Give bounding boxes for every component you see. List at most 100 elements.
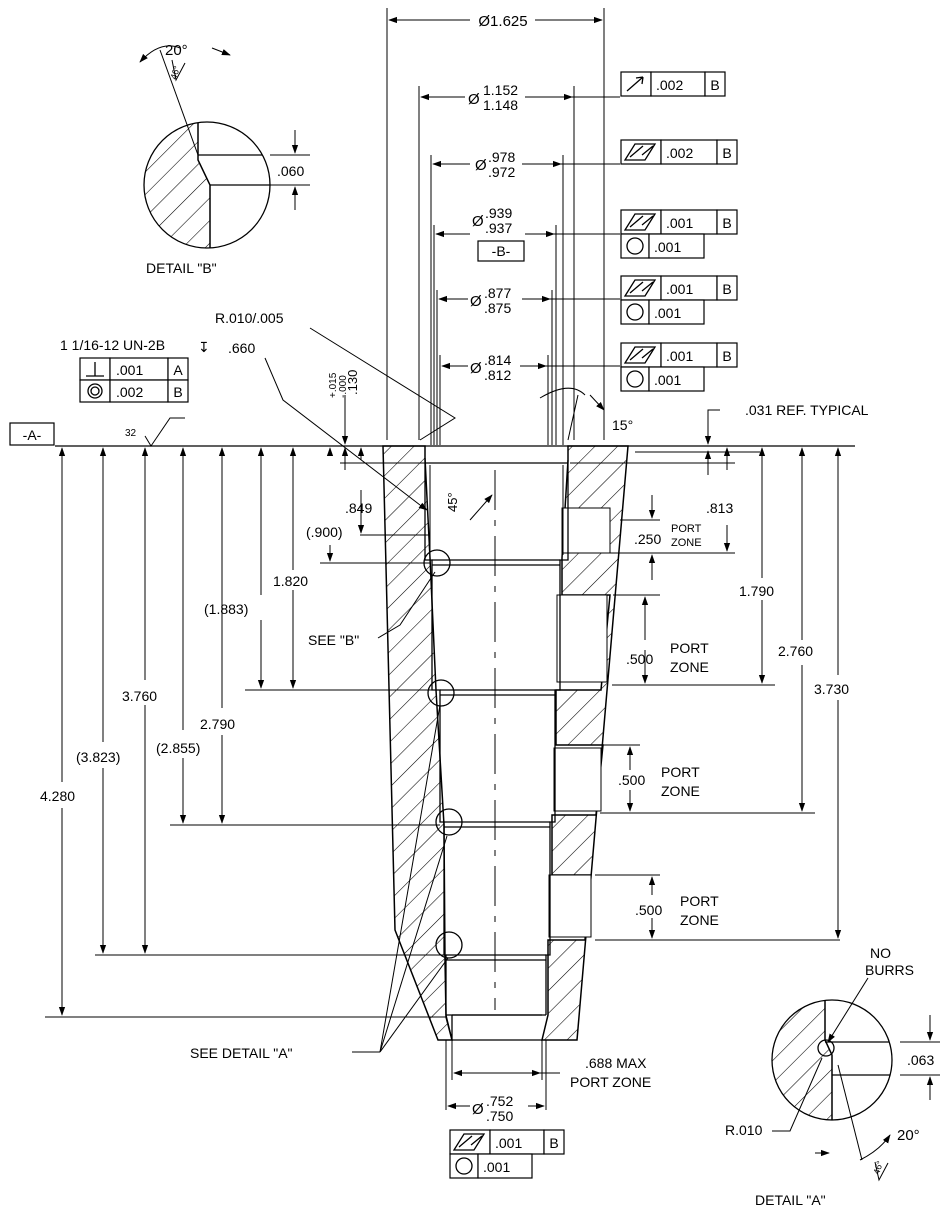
dim-2790-text: 2.790 [200,716,235,732]
fcf-877-datum: B [722,281,731,297]
port-small-text: PORT [671,523,702,535]
fcf-814: .001 B .001 [620,342,738,392]
dim-813: .813 [706,447,733,552]
dim-2760: 2.760 [778,447,813,812]
dim-849-text: .849 [345,500,372,516]
dim-814-prefix: Ø [470,360,482,377]
ref-031: .031 REF. TYPICAL [635,402,869,475]
dim-1790-text: 1.790 [739,583,774,599]
tol-plus: +.015 [328,372,339,398]
fcf-thread-perp-value: .001 [116,362,143,378]
zone-small-text: ZONE [671,537,702,549]
port-a-text: PORT [670,640,709,656]
thread-callout: 1 1/16-12 UN-2B ↧ .001 A .002 B [60,337,210,403]
dim-1152: Ø 1.152 1.148 [420,82,620,113]
dim-1625-text: Ø1.625 [478,13,527,30]
dim-130-text: .130 [345,370,360,395]
dim-978: Ø .978 .972 [432,149,620,180]
detail-b-angle: 20° [165,42,188,59]
see-detail-a-text: SEE DETAIL "A" [190,1045,293,1061]
dim-814: Ø .814 .812 [441,352,620,383]
dim-500-a-text: .500 [626,651,653,667]
dim-3760: 3.760 [122,447,157,954]
angle-15: 15° [539,387,633,441]
port-zone-text: PORT ZONE [570,1074,651,1090]
dim-250-text: .250 [634,531,661,547]
dim-1152-prefix: Ø [468,91,480,108]
dim-813-text: .813 [706,500,733,516]
zone-a-text: ZONE [670,659,709,675]
datum-a-label: -A- [23,427,42,443]
dim-978-prefix: Ø [475,157,487,174]
detail-a-angle-small: 46° [871,1159,885,1175]
tol-minus: -.000 [338,375,349,398]
dim-500-b: .500 PORT ZONE [618,746,700,812]
dim-4280: 4.280 [40,447,75,1016]
detail-a-angle: 20° [897,1127,920,1144]
dim-814-top: .814 [484,352,511,368]
detail-b-label: DETAIL "B" [146,260,217,276]
angle-15-text: 15° [612,417,633,433]
perpendicularity-icon [86,362,104,377]
dim-500-b-text: .500 [618,772,645,788]
see-b-leader: SEE "B" [308,571,436,648]
dim-752-bottom: .750 [486,1108,513,1124]
dim-752-prefix: Ø [472,1101,484,1118]
zone-b-text: ZONE [661,783,700,799]
dim-1883-text: (1.883) [204,601,248,617]
fcf-814-value: .001 [666,348,693,364]
dim-877-prefix: Ø [470,293,482,310]
fcf-1152-value: .002 [656,77,683,93]
left-extension-lines [45,462,446,1018]
datum-a-box: -A- [9,422,55,446]
dim-752: Ø .752 .750 [447,1093,545,1124]
fcf-thread-conc-datum: B [173,384,182,400]
fcf-978-value: .002 [666,145,693,161]
burrs-text: BURRS [865,962,914,978]
dim-900-text: (.900) [306,524,343,540]
fcf-978-datum: B [722,145,731,161]
total-runout-icon [452,1133,486,1151]
dim-978-top: .978 [488,149,515,165]
dim-939-top: .939 [485,205,512,221]
fcf-877: .001 B .001 [620,275,738,325]
detail-b-dim: .060 [277,163,304,179]
right-extension-lines [568,462,840,941]
chamfer-45: 45° [445,492,493,521]
circularity-icon [626,237,644,255]
fcf-752-value: .001 [495,1135,522,1151]
dim-3730-text: 3.730 [814,681,849,697]
thread-depth-icon: ↧ [198,339,210,355]
dim-1152-top: 1.152 [483,82,518,98]
dim-3760-text: 3.760 [122,688,157,704]
extension-lines-top [386,8,605,445]
dim-130: .130 +.015 -.000 [328,370,360,470]
runout-icon [626,76,644,92]
zone-c-text: ZONE [680,912,719,928]
radius-leader-top: R.010/.005 .660 [215,310,456,511]
dim-877: Ø .877 .875 [438,285,620,316]
port-c-text: PORT [680,893,719,909]
bottom-extension-lines [445,1040,547,1110]
fcf-978: .002 B [620,139,738,165]
surface-finish-value: 32 [125,428,137,439]
thread-callout-text: 1 1/16-12 UN-2B [60,337,165,353]
dim-752-top: .752 [486,1093,513,1109]
fcf-752-datum: B [549,1135,558,1151]
dim-1820-text: 1.820 [273,573,308,589]
detail-a-radius: R.010 [725,1122,763,1138]
dim-4280-text: 4.280 [40,788,75,804]
dim-2790: 2.790 [200,447,235,824]
dim-939-prefix: Ø [472,213,484,230]
max-688-text: .688 MAX [585,1055,647,1071]
dim-660-text: .660 [228,340,255,356]
total-runout-icon [623,279,657,297]
dim-900: (.900) [306,447,343,562]
dim-2855: (2.855) [156,447,200,824]
fcf-939-circ: .001 [654,239,681,255]
fcf-752: .001 B .001 [449,1129,565,1179]
bore-profile [424,458,569,1041]
ref-031-text: .031 REF. TYPICAL [745,402,869,418]
circularity-icon [626,370,644,388]
